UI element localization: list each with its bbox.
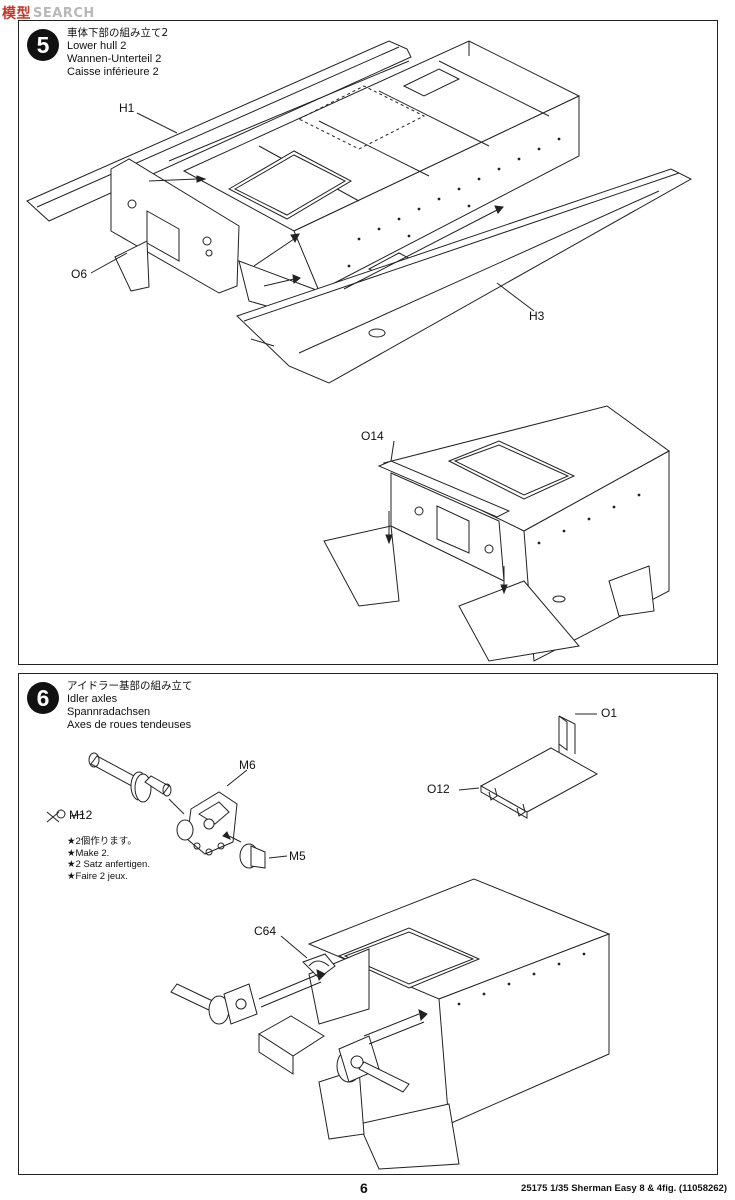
screw-icon [47,810,65,822]
label-h3: H3 [529,309,545,323]
o1-clip [559,716,575,754]
idler-right [337,1010,427,1092]
step-5-title-en: Lower hull 2 [67,40,127,52]
o14-part [379,461,509,517]
step-5-titles: 車体下部の組み立て2 Lower hull 2 Wannen-Unterteil… [67,27,168,79]
step-6-titles: アイドラー基部の組み立て Idler axles Spannradachsen … [67,680,192,732]
step-6-title-en: Idler axles [67,693,118,705]
step-5-title-de: Wannen-Unterteil 2 [67,53,162,65]
o12-plate [481,748,597,818]
note-line-fr: ★Faire 2 jeux. [67,870,128,882]
step-6-title-fr: Axes de roues tendeuses [67,719,192,731]
hull-right-side [294,96,579,291]
label-c64: C64 [254,924,277,938]
page-number: 6 [360,1180,368,1196]
step-5-title-jp: 車体下部の組み立て2 [67,27,169,39]
step-6-number: 6 [27,682,59,714]
quantity-note: ★2個作ります。 ★Make 2. ★2 Satz anfertigen. ★F… [67,836,150,882]
watermark-text: SEARCH [33,5,95,21]
label-m6: M6 [239,758,256,772]
label-o14: O14 [361,429,384,443]
idler-left [171,970,325,1024]
note-line-jp: ★2個作ります。 [67,836,137,847]
step-5-drawing [19,21,719,666]
step-6-title-jp: アイドラー基部の組み立て [67,680,193,692]
c64-bracket [303,954,335,978]
label-h1: H1 [119,101,135,115]
step-5-panel: 5 車体下部の組み立て2 Lower hull 2 Wannen-Unterte… [18,20,718,665]
label-m5: M5 [289,849,306,863]
watermark-cn: 模型 [2,6,31,22]
step-6-panel: 6 アイドラー基部の組み立て Idler axles Spannradachse… [18,673,718,1175]
footer-code: 25175 1/35 Sherman Easy 8 & 4fig. (11058… [521,1183,727,1194]
step-6-drawing [19,674,719,1176]
m5-cap [240,844,265,868]
o6-plate [111,159,239,293]
label-o12: O12 [427,782,450,796]
label-m12: M12 [69,808,93,822]
label-o1: O1 [601,706,618,720]
m12-axle [89,753,171,802]
step-6-title-de: Spannradachsen [67,706,151,718]
m6-bracket [177,792,237,855]
note-line-de: ★2 Satz anfertigen. [67,859,150,870]
label-o6: O6 [71,267,88,281]
assembly-arrows [149,176,503,346]
watermark: 模型 SEARCH [2,2,95,24]
step-5-title-fr: Caisse inférieure 2 [67,66,159,78]
note-line-en: ★Make 2. [67,847,110,859]
step-5-number: 5 [27,29,59,61]
